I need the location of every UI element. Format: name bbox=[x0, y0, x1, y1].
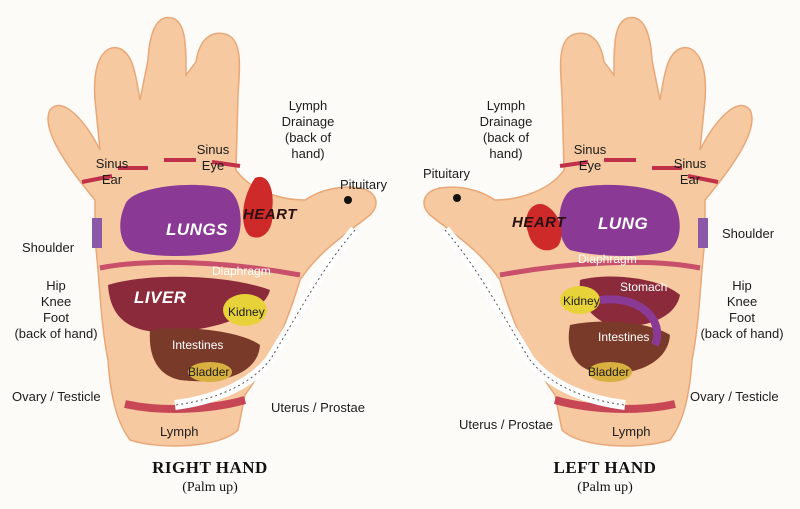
left-intestines bbox=[568, 321, 670, 374]
left-hand-subtitle: (Palm up) bbox=[577, 480, 633, 495]
left-intestine-loop bbox=[599, 295, 662, 347]
left-lymph-label: Lymph bbox=[612, 424, 651, 439]
right-sinus-ear-label: Sinus Ear bbox=[95, 156, 129, 187]
right-heart bbox=[243, 176, 273, 238]
right-heart-label: HEART bbox=[243, 206, 297, 223]
left-kidney bbox=[560, 286, 600, 314]
left-heart bbox=[526, 204, 562, 251]
right-intestines bbox=[149, 328, 260, 382]
right-lungs-label: LUNGS bbox=[166, 220, 228, 239]
right-bladder-label: Bladder bbox=[188, 365, 230, 379]
right-pituitary-label: Pituitary bbox=[340, 177, 387, 192]
left-hand-title: LEFT HAND bbox=[553, 458, 657, 477]
left-lung-label: LUNG bbox=[598, 214, 649, 233]
left-lymph-band bbox=[553, 396, 676, 413]
right-hand-subtitle: (Palm up) bbox=[182, 480, 238, 495]
left-diaphragm bbox=[499, 259, 701, 278]
right-shoulder-mark bbox=[92, 218, 102, 248]
left-heart-label: HEART bbox=[512, 214, 566, 231]
left-shoulder-mark bbox=[698, 218, 708, 248]
left-uterus-prostate-label: Uterus / Prostae bbox=[459, 417, 553, 432]
right-kidney-label: Kidney bbox=[228, 305, 265, 319]
left-lung bbox=[559, 184, 680, 256]
left-bladder-label: Bladder bbox=[588, 365, 630, 379]
left-ovary-testicle-label: Ovary / Testicle bbox=[690, 389, 779, 404]
left-kidney-label: Kidney bbox=[563, 294, 600, 308]
left-sinus-band-4 bbox=[559, 160, 589, 168]
left-intestines-label: Intestines bbox=[598, 330, 650, 344]
left-lymph-drainage-label: Lymph Drainage (back of hand) bbox=[479, 98, 533, 161]
left-sinus-eye-label: Sinus Eye bbox=[573, 142, 607, 173]
left-shoulder-label: Shoulder bbox=[722, 226, 775, 241]
right-bladder bbox=[188, 362, 232, 382]
right-lymph-band bbox=[124, 396, 247, 413]
right-hand-caption: RIGHT HAND (Palm up) bbox=[110, 458, 310, 496]
right-intestines-label: Intestines bbox=[172, 338, 224, 352]
left-stomach-label: Stomach bbox=[620, 280, 668, 294]
right-pituitary-dot bbox=[344, 196, 352, 204]
right-hand bbox=[47, 16, 377, 447]
right-spine-outline bbox=[174, 229, 356, 406]
left-hand bbox=[423, 16, 753, 447]
left-hand-caption: LEFT HAND (Palm up) bbox=[505, 458, 705, 496]
right-sinus-eye-label: Sinus Eye bbox=[196, 142, 230, 173]
right-shoulder-label: Shoulder bbox=[22, 240, 75, 255]
left-pituitary-dot bbox=[453, 194, 461, 202]
right-uterus-prostate-label: Uterus / Prostae bbox=[271, 400, 365, 415]
right-diaphragm-label: Diaphragm bbox=[212, 264, 271, 278]
right-hip-knee-foot-label: Hip Knee Foot (back of hand) bbox=[14, 278, 98, 341]
right-lymph-drainage-label: Lymph Drainage (back of hand) bbox=[281, 98, 335, 161]
left-spine-outline bbox=[444, 229, 626, 406]
left-bladder bbox=[588, 362, 632, 382]
right-lymph-label: Lymph bbox=[160, 424, 199, 439]
right-sinus-band-4 bbox=[211, 160, 241, 168]
left-sinus-band-1 bbox=[687, 174, 719, 184]
left-diaphragm-label: Diaphragm bbox=[578, 252, 637, 266]
right-kidney bbox=[223, 294, 267, 326]
right-ovary-testicle-label: Ovary / Testicle bbox=[12, 389, 101, 404]
left-hip-knee-foot-label: Hip Knee Foot (back of hand) bbox=[700, 278, 784, 341]
left-sinus-ear-label: Sinus Ear bbox=[673, 156, 707, 187]
left-pituitary-label: Pituitary bbox=[423, 166, 470, 181]
right-sinus-band-1 bbox=[81, 174, 113, 184]
right-liver-label: LIVER bbox=[134, 288, 187, 307]
right-hand-title: RIGHT HAND bbox=[152, 458, 268, 477]
right-lungs bbox=[120, 184, 241, 256]
right-diaphragm bbox=[99, 259, 301, 278]
